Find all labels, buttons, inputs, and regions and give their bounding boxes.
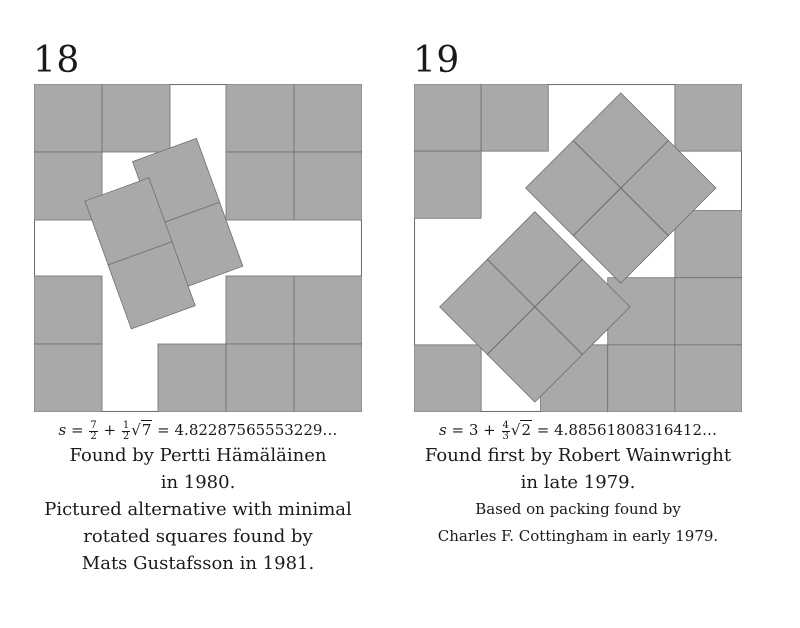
unit-square [674,210,742,279]
unit-square [293,343,362,412]
unit-square [34,84,103,153]
caption-line-small: Charles F. Cottingham in early 1979. [437,527,719,545]
sqrt-symbol: √ [510,421,521,439]
unit-square [414,84,482,152]
unit-square [607,344,676,412]
rotated-unit-square [486,306,583,403]
unit-square [674,277,742,346]
unit-square [101,84,171,153]
unit-square [293,84,362,153]
unit-square [225,275,295,345]
caption-line: rotated squares found by [83,526,313,547]
unit-square [225,84,295,153]
caption-line: Mats Gustafsson in 1981. [81,553,315,574]
caption-line-small: Based on packing found by [475,500,681,518]
caption-line: Found by Pertti Hämäläinen [69,445,327,466]
caption-line: Pictured alternative with minimal [44,499,352,520]
unit-square [225,151,295,221]
packing-number: 18 [33,40,80,81]
caption-line: Found first by Robert Wainwright [424,445,732,466]
unit-square [34,343,103,412]
unit-square [414,344,482,412]
unit-square [293,275,362,345]
unit-square [34,275,103,345]
caption-line: in 1980. [160,472,236,493]
rotated-unit-square [572,187,669,284]
unit-square [225,343,295,412]
unit-square [157,343,227,412]
packing-number: 19 [413,40,460,81]
sqrt-symbol: √ [131,421,141,439]
unit-square [293,151,362,221]
unit-square [674,344,742,412]
unit-square [414,150,482,219]
caption-line: in late 1979. [520,472,636,493]
unit-square [674,84,742,152]
packing-diagram-19 [414,84,742,412]
packing-diagram-18 [34,84,362,412]
unit-square [480,84,549,152]
rotated-unit-square [107,241,196,330]
